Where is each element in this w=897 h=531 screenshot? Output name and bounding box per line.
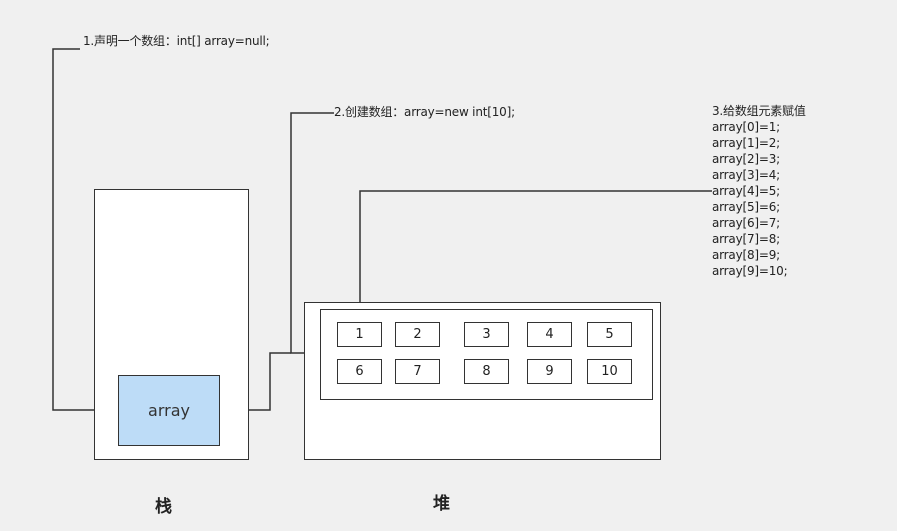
assign-arrow [356, 190, 712, 321]
assign-line: array[4]=5; [712, 184, 780, 198]
array-cell: 1 [337, 322, 382, 347]
assign-line: array[9]=10; [712, 264, 788, 278]
declare-arrow [52, 48, 118, 414]
array-cell: 5 [587, 322, 632, 347]
assign-note: 3.给数组元素赋值 array[0]=1; array[1]=2; array[… [712, 103, 806, 279]
array-cell: 8 [464, 359, 509, 384]
array-cell: 10 [587, 359, 632, 384]
create-note: 2.创建数组：array=new int[10]; [334, 105, 515, 119]
heap-label: 堆 [433, 494, 450, 514]
array-cell: 9 [527, 359, 572, 384]
assign-line: array[0]=1; [712, 120, 780, 134]
declare-note: 1.声明一个数组：int[] array=null; [83, 34, 270, 48]
array-variable: array [118, 375, 220, 446]
stack-label: 栈 [155, 497, 172, 517]
array-cell: 4 [527, 322, 572, 347]
assign-line: array[5]=6; [712, 200, 780, 214]
array-cell: 6 [337, 359, 382, 384]
array-cell: 3 [464, 322, 509, 347]
array-cell: 2 [395, 322, 440, 347]
assign-line: array[1]=2; [712, 136, 780, 150]
assign-line: array[3]=4; [712, 168, 780, 182]
assign-line: array[2]=3; [712, 152, 780, 166]
array-cell: 7 [395, 359, 440, 384]
assign-line: array[6]=7; [712, 216, 780, 230]
assign-line: array[7]=8; [712, 232, 780, 246]
assign-line: array[8]=9; [712, 248, 780, 262]
assign-note-title: 3.给数组元素赋值 [712, 104, 806, 118]
